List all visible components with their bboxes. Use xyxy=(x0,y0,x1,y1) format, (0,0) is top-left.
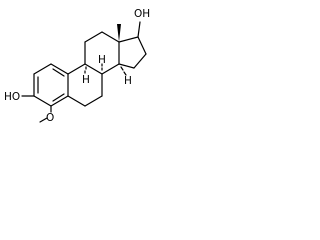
bond-d1 xyxy=(118,36,139,43)
bond-d2 xyxy=(137,36,147,55)
label-h-1: H xyxy=(82,74,90,86)
label-h-3: H xyxy=(124,75,132,87)
ring-b xyxy=(67,63,103,107)
label-h-2: H xyxy=(98,54,106,66)
bond-o-ch3 xyxy=(39,117,48,123)
molecule-structure: OH HO O H H H xyxy=(4,8,150,123)
hashed-bond-3 xyxy=(120,66,127,76)
bond-b5 xyxy=(67,95,86,107)
bond-b4 xyxy=(84,95,103,107)
bond-a3 xyxy=(50,95,69,107)
ring-a xyxy=(33,63,69,107)
ring-d xyxy=(118,36,147,69)
bond-c5 xyxy=(101,63,120,75)
methyl-wedge xyxy=(117,24,121,42)
bond-b2 xyxy=(84,63,103,75)
label-ho-left: HO xyxy=(4,91,20,103)
bond-b1 xyxy=(67,63,86,75)
bond-c2 xyxy=(84,31,103,43)
bond-a6 xyxy=(33,63,52,75)
label-methoxy-o: O xyxy=(46,112,54,123)
hashed-bond-1 xyxy=(84,66,87,74)
bond-a-inner-3 xyxy=(52,68,65,77)
bond-d3 xyxy=(133,53,147,69)
bond-d4 xyxy=(118,63,135,69)
ring-c xyxy=(84,31,120,75)
bond-a2 xyxy=(33,95,52,107)
bond-a5 xyxy=(50,63,69,75)
bond-c3 xyxy=(101,31,120,43)
label-oh-top: OH xyxy=(134,8,150,20)
bond-c17-oh xyxy=(137,21,141,38)
bond-a-inner-2 xyxy=(52,93,65,102)
